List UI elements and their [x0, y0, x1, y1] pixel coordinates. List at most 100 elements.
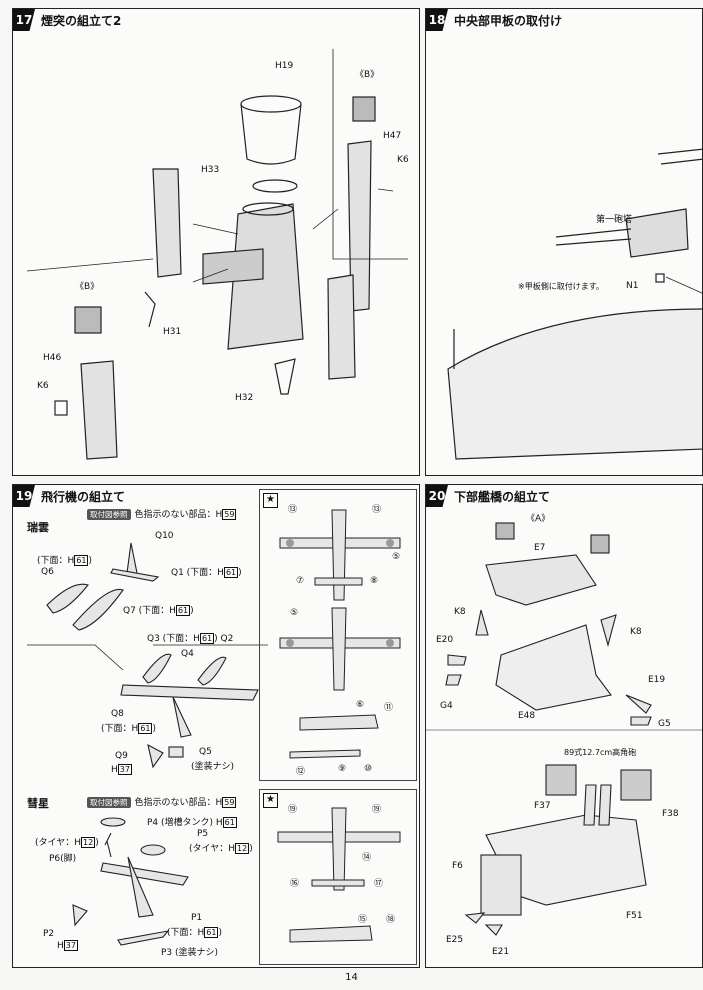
part-label: F6 [452, 861, 463, 871]
marking-label: ⑭ [362, 853, 372, 863]
part-label: K8 [630, 627, 642, 637]
step20-panel: 20 下部艦橋の組立て 《A》 E7 K8 K8 E20 E19 [425, 484, 703, 968]
zuiun-label: Q6 [41, 567, 54, 577]
reference-tag: 取付図参照 [87, 509, 131, 520]
part-label: N1 [626, 281, 639, 291]
turret-label: 第一砲塔 [596, 215, 633, 225]
part-label: E7 [534, 543, 546, 553]
zuiun-drawing [27, 542, 268, 769]
suisei-label: P1 [191, 913, 203, 923]
marking-label: ⑲ [288, 805, 298, 815]
suisei-label: P6(脚) [49, 854, 77, 864]
marking-label: ⑬ [372, 505, 382, 515]
suisei-label: P3 (塗装ナシ) [161, 948, 219, 958]
marking-label: ⑩ [364, 764, 373, 774]
page-number: 14 [345, 972, 358, 983]
part-label: H19 [275, 61, 294, 71]
reference-tag: 取付図参照 [87, 797, 131, 808]
step20-header: 20 下部艦橋の組立て [426, 485, 550, 507]
color-box: 59 [222, 509, 237, 520]
part-label: F37 [534, 801, 551, 811]
step18-note: ※甲板側に取付けます。 [518, 282, 604, 291]
part-label: 《B》 [75, 282, 100, 292]
star-icon: ★ [263, 793, 278, 808]
part-label: H46 [43, 353, 62, 363]
step17-panel: 17 煙突の組立て2 [12, 8, 420, 476]
part-label: K6 [397, 155, 409, 165]
marking-label: ⑮ [358, 915, 368, 925]
markings-panel-bottom: ★ ⑲ ⑲ ⑭ ⑯ ⑰ ⑮ ⑱ [259, 789, 417, 965]
zuiun-label: Q4 [181, 649, 194, 659]
zuiun-name: 瑞雲 [27, 521, 49, 534]
part-label: H32 [235, 393, 254, 403]
step17-header: 17 煙突の組立て2 [13, 9, 121, 31]
color-box: 59 [222, 797, 237, 808]
part-label: E19 [648, 675, 666, 685]
step19-number: 19 [13, 485, 35, 507]
part-label: G5 [658, 719, 671, 729]
marking-label: ⑯ [290, 879, 300, 889]
part-label: E48 [518, 711, 536, 721]
zuiun-label: Q5 [199, 747, 212, 757]
color-note-text: 色指示のない部品：H [134, 798, 223, 808]
step18-header: 18 中央部甲板の取付け [426, 9, 562, 31]
marking-label: ⑤ [392, 552, 401, 562]
marking-label: ⑦ [296, 576, 305, 586]
part-label: E20 [436, 635, 454, 645]
step18-number: 18 [426, 9, 448, 31]
zuiun-label: Q8 [111, 709, 124, 719]
marking-label: ⑫ [296, 767, 306, 777]
part-label: 《B》 [355, 70, 380, 80]
part-label: H47 [383, 131, 402, 141]
part-label: K6 [37, 381, 49, 391]
step17-title: 煙突の組立て2 [41, 13, 122, 28]
part-label: H33 [201, 165, 220, 175]
step17-number: 17 [13, 9, 35, 31]
suisei-name: 彗星 [27, 797, 49, 810]
suisei-label: P5 [197, 829, 209, 839]
part-label: H31 [163, 327, 182, 337]
marking-label: ⑲ [372, 805, 382, 815]
part-label: F51 [626, 911, 643, 921]
part-label: E21 [492, 947, 510, 957]
marking-label: ⑪ [384, 703, 394, 713]
markings-panel-top: ★ ⑬ ⑬ ⑤ ⑦ ⑧ ⑤ ⑥ ⑪ ⑫ ⑨ ⑩ [259, 489, 417, 781]
step20-drawing [426, 522, 702, 936]
step19-title: 飛行機の組立て [41, 489, 126, 504]
zuiun-label: Q9 [115, 751, 128, 761]
part-label: 《A》 [526, 514, 551, 524]
star-icon: ★ [263, 493, 278, 508]
step18-title: 中央部甲板の取付け [454, 13, 563, 28]
zuiun-label: Q10 [155, 531, 174, 541]
part-label: E25 [446, 935, 464, 945]
step20-title: 下部艦橋の組立て [454, 489, 551, 504]
part-label: G4 [440, 701, 453, 711]
suisei-label: P2 [43, 929, 55, 939]
marking-label: ⑤ [290, 608, 299, 618]
suisei-drawing [72, 817, 189, 946]
aa-gun-label: 89式12.7cm高角砲 [564, 748, 637, 757]
marking-label: ⑰ [374, 879, 384, 889]
part-label: K8 [454, 607, 466, 617]
step17-drawing [26, 49, 408, 460]
step18-panel: 18 中央部甲板の取付け 第一砲塔 ※甲板側に取付けます。 N1 [425, 8, 703, 476]
part-label: F38 [662, 809, 679, 819]
marking-label: ⑬ [288, 505, 298, 515]
step20-number: 20 [426, 485, 448, 507]
step19-header: 19 飛行機の組立て [13, 485, 125, 507]
marking-label: ⑧ [370, 576, 379, 586]
